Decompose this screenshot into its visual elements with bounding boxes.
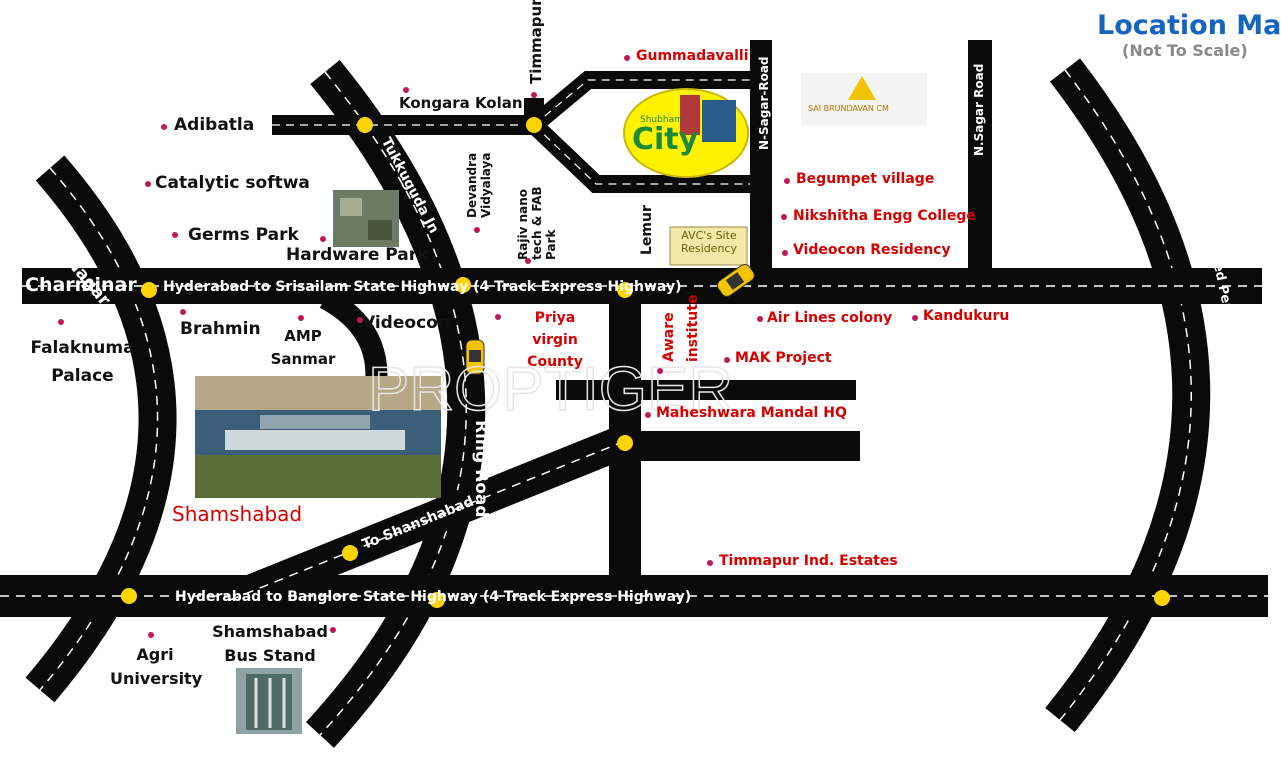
nsagar-road-label-2: N.Sagar Road: [972, 63, 986, 156]
place-amp-sanmar: AMP Sanmar: [270, 327, 336, 368]
junctions: [121, 117, 1170, 608]
place-falaknuma: Falaknuma Palace: [30, 338, 135, 386]
map-subtitle: (Not To Scale): [1122, 41, 1248, 60]
place-agri-university: Agri University: [110, 645, 203, 688]
city-logo: [623, 88, 749, 178]
place-germs-park: Germs Park: [188, 225, 299, 245]
place-air-lines-colony: Air Lines colony: [767, 310, 893, 326]
car-icon: [716, 264, 755, 297]
nsagar-road-label: N-Sagar-Road: [757, 56, 771, 150]
avc-logo-box: [669, 226, 748, 266]
place-catalytic: Catalytic softwa: [155, 173, 310, 193]
srisailam-highway-label: Hyderabad to Srisailam State Highway (4 …: [163, 279, 682, 295]
place-timmapur: Timmapur: [527, 0, 545, 84]
place-shamshabad-bus-stand: Shamshabad Bus Stand: [212, 622, 328, 665]
watermark: PROPTIGER: [368, 355, 733, 424]
place-hardware-park: Hardware Park: [286, 245, 429, 265]
place-devandra: Devandra Vidyalaya: [465, 152, 493, 218]
hardware-park-image: [333, 190, 399, 247]
place-kongara-kolan: Kongara Kolan: [399, 94, 523, 112]
place-lemur: Lemur: [639, 205, 655, 255]
airport-image: [195, 376, 441, 498]
place-aware-institute: Aware institute: [661, 294, 701, 362]
car-icon-2: [465, 339, 485, 375]
place-priya-virgin: Priya virgin County: [527, 310, 583, 370]
place-mak-project: MAK Project: [735, 350, 832, 366]
place-kandukuru: Kandukuru: [923, 308, 1010, 324]
outer-ring-road: [1045, 58, 1211, 732]
place-gummadavalli: Gummadavalli: [636, 48, 749, 64]
charminar-label: Charminar: [25, 274, 137, 296]
place-timmapur-ind: Timmapur Ind. Estates: [719, 553, 898, 569]
srisailam-highway: [22, 268, 1262, 304]
banglore-highway-label: Hyderabad to Banglore State Highway (4 T…: [175, 589, 692, 605]
place-videocon: Videocon: [362, 313, 450, 333]
place-begumpet: Begumpet village: [796, 171, 935, 187]
bus-stand-image: [236, 668, 302, 734]
sai-logo-text: SAI BRUNDAVAN CM: [808, 104, 889, 113]
city-logo-word: City: [632, 122, 699, 157]
avc-logo-text: AVC's Site Residency: [681, 229, 737, 255]
city-logo-small: Shubham: [640, 115, 683, 125]
place-rajiv-nano: Rajiv nano tech & FAB Park: [516, 186, 558, 260]
place-maheshwara: Maheshwara Mandal HQ: [656, 405, 847, 421]
place-nikshitha: Nikshitha Engg College: [793, 208, 976, 224]
sai-brundavan-logo: [801, 73, 927, 126]
map-title: Location Map: [1097, 10, 1281, 41]
place-videocon-residency: Videocon Residency: [793, 242, 951, 258]
place-shamshabad: Shamshabad: [172, 502, 303, 526]
place-brahmin: Brahmin: [180, 319, 261, 339]
place-adibatla: Adibatla: [174, 115, 255, 135]
